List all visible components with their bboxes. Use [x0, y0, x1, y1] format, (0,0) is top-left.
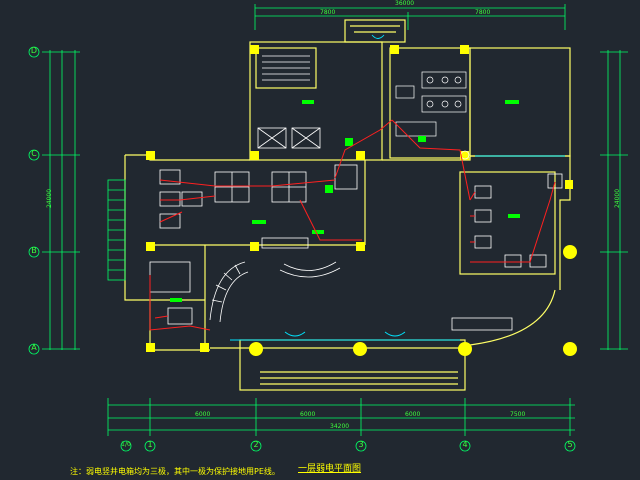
axis-label-row-d: D	[30, 46, 38, 55]
glazing	[230, 34, 565, 341]
drawing-title: 一层弱电平面图	[298, 464, 362, 474]
wiring	[149, 119, 556, 331]
left-stair	[107, 179, 126, 281]
axis-label-row-c: C	[31, 149, 37, 158]
axis-label-col-1: 1	[147, 440, 153, 449]
dim-left-total: 24000	[46, 188, 54, 209]
dim-bottom-total: 34200	[330, 423, 350, 430]
left-dimension-lines	[42, 50, 80, 350]
axis-label-col-5: 5	[567, 440, 573, 449]
axis-label-col-4: 4	[462, 440, 468, 449]
walls	[124, 19, 571, 391]
right-dimension-lines	[600, 50, 628, 350]
columns	[146, 45, 573, 352]
dim-right-total: 24000	[614, 188, 622, 209]
axis-label-col-2: 2	[253, 440, 259, 449]
round-columns	[249, 245, 577, 356]
axis-label-col-3: 3	[358, 440, 364, 449]
dim-top-seg-1: 7800	[320, 9, 336, 16]
axis-label-row-a: A	[31, 343, 37, 352]
bottom-dimension-lines	[107, 398, 575, 436]
drawing-note: 注：弱电竖井电箱均为三极，其中一极为保护接地用PE线。	[70, 467, 280, 476]
axis-label-col-1-0: 1/0	[121, 441, 131, 448]
dim-bottom-seg-3: 6000	[405, 411, 421, 418]
dim-top-total: 36000	[395, 0, 415, 7]
dim-bottom-seg-4: 7500	[510, 411, 526, 418]
equipment-tags	[170, 100, 520, 302]
top-dimension-lines	[254, 4, 566, 30]
dim-top-seg-2: 7800	[475, 9, 491, 16]
core-stair-elevators	[257, 55, 321, 149]
dim-bottom-seg-1: 6000	[195, 411, 211, 418]
toilet-fixtures	[395, 71, 470, 160]
reception-counter	[279, 261, 341, 278]
axis-bubbles	[28, 46, 576, 452]
dim-bottom-seg-2: 6000	[300, 411, 316, 418]
axis-label-row-b: B	[31, 246, 37, 255]
curved-stair	[209, 261, 249, 323]
workstations	[149, 164, 563, 331]
